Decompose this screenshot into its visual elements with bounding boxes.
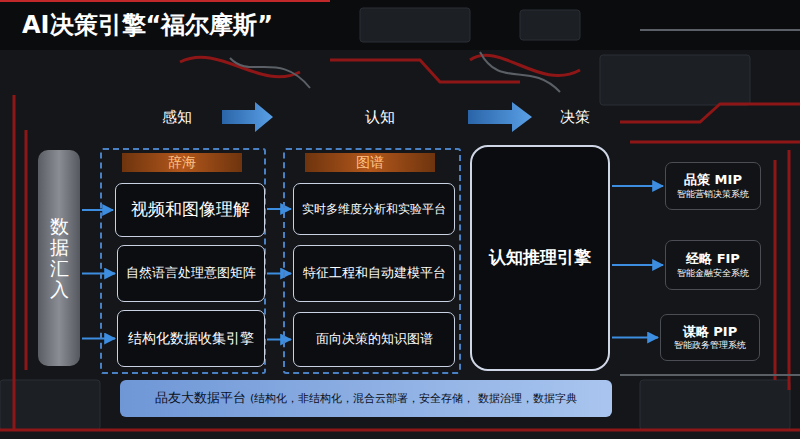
node-title: 面向决策的知识图谱 (316, 331, 433, 347)
flow-arrow (267, 208, 291, 210)
process-box: 视频和图像理解 (115, 183, 265, 237)
node-title: 品策 MIP (684, 172, 742, 188)
node-title: 认知推理引擎 (489, 247, 591, 268)
process-box: 结构化数据收集引擎 (117, 310, 265, 367)
output-box: 品策 MIP智能营销决策系统 (665, 162, 761, 210)
process-box: 实时多维度分析和实验平台 (293, 183, 455, 235)
process-box: 特征工程和自动建模平台 (293, 245, 455, 302)
node-title: 经略 FIP (686, 251, 740, 267)
output-box: 经略 FIP智能金融安全系统 (665, 240, 761, 290)
node-title: 谋略 PIP (683, 324, 737, 340)
flow-arrow (267, 273, 291, 275)
process-box: 面向决策的知识图谱 (293, 312, 455, 367)
node-title: 品友大数据平台 (155, 390, 246, 406)
stage-arrow (222, 102, 273, 132)
flow-arrow (612, 264, 663, 266)
input-bar: 数据汇入 (38, 150, 80, 366)
node-title: 实时多维度分析和实验平台 (302, 202, 446, 217)
group-heading: 辞海 (122, 153, 242, 172)
node-title: 视频和图像理解 (131, 199, 250, 220)
flow-arrow (82, 273, 115, 275)
output-box: 谋略 PIP智能政务管理系统 (660, 314, 760, 361)
node-subtitle: 智能政务管理系统 (674, 340, 746, 351)
group-box: 辞海视频和图像理解自然语言处理意图矩阵结构化数据收集引擎 (100, 148, 266, 374)
flow-arrow (267, 339, 291, 341)
stage-arrow (468, 102, 532, 132)
node-subtitle: (结构化，非结构化，混合云部署，安全存储， 数据治理，数据字典 (250, 392, 577, 406)
group-heading: 图谱 (305, 153, 435, 172)
flow-arrow (612, 337, 658, 339)
node-title: 自然语言处理意图矩阵 (126, 265, 256, 281)
node-subtitle: 智能金融安全系统 (677, 268, 749, 279)
platform-band: 品友大数据平台 (结构化，非结构化，混合云部署，安全存储， 数据治理，数据字典 (120, 380, 612, 417)
node-title: 特征工程和自动建模平台 (303, 265, 446, 281)
node-title: 数据汇入 (50, 216, 69, 300)
flow-arrow (82, 338, 115, 340)
flow-arrow (82, 209, 113, 211)
node-subtitle: 智能营销决策系统 (677, 189, 749, 200)
flow-arrow (612, 185, 663, 187)
node-title: 结构化数据收集引擎 (128, 330, 254, 348)
diagram-title: AI决策引擎“福尔摩斯” (22, 9, 273, 41)
engine-box: 认知推理引擎 (470, 145, 610, 371)
stage-label: 认知 (365, 108, 395, 127)
stage-label: 决策 (560, 108, 590, 127)
group-box: 图谱实时多维度分析和实验平台特征工程和自动建模平台面向决策的知识图谱 (283, 148, 461, 374)
process-box: 自然语言处理意图矩阵 (117, 245, 265, 302)
stage-label: 感知 (162, 108, 192, 127)
